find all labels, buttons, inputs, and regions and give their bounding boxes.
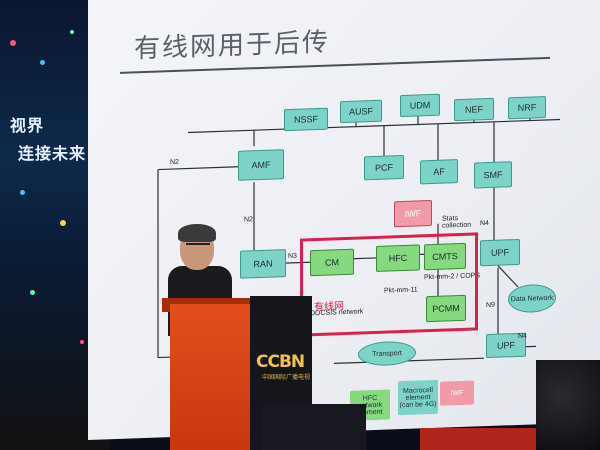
- network-diagram-lines: [157, 102, 560, 365]
- speaker-hair: [178, 224, 216, 242]
- nssf-node: NSSF: [284, 107, 328, 132]
- audience-silhouette: [536, 360, 600, 450]
- n3-label: N3: [288, 252, 297, 261]
- glasses-icon: [186, 243, 210, 249]
- n4-label-lower: N4: [518, 332, 527, 340]
- led-dot: [70, 30, 74, 34]
- n2-label-top: N2: [170, 158, 179, 167]
- led-dot: [80, 340, 84, 344]
- af-node: AF: [420, 159, 458, 185]
- iwf-node: IWF: [394, 199, 432, 228]
- led-dot: [10, 40, 16, 46]
- led-dot: [20, 190, 25, 195]
- ausf-node: AUSF: [340, 99, 382, 124]
- ran-node: RAN: [240, 249, 286, 279]
- led-dot: [30, 290, 35, 295]
- upf-node-1: UPF: [480, 238, 520, 267]
- nef-node: NEF: [454, 97, 494, 122]
- stats-label: Stats collection: [442, 215, 472, 230]
- backdrop-text-1: 视界: [10, 116, 45, 135]
- amf-node: AMF: [238, 149, 284, 181]
- led-dot: [60, 220, 66, 226]
- udm-node: UDM: [400, 93, 440, 118]
- n9-label: N9: [486, 301, 495, 310]
- backdrop-text-2: 连接未来: [18, 144, 87, 163]
- podium: [170, 304, 262, 450]
- nrf-node: NRF: [508, 96, 546, 120]
- ccbn-logo: CCBN: [256, 352, 305, 372]
- docsis-network-boundary: [300, 232, 478, 337]
- legend-macrocell: Macrocell element (can be 4G): [398, 379, 438, 416]
- ccbn-logo-sub: 中国国际广播电视: [262, 375, 311, 381]
- monitor-silhouette: [262, 404, 366, 450]
- projection-screen: 有线网用于后传: [88, 0, 600, 440]
- pcf-node: PCF: [364, 154, 404, 181]
- n2-label: N2: [244, 216, 253, 224]
- smf-node: SMF: [474, 161, 512, 189]
- led-dot: [40, 60, 45, 65]
- n4-label: N4: [480, 219, 489, 228]
- legend-iwf: IWF: [440, 380, 474, 406]
